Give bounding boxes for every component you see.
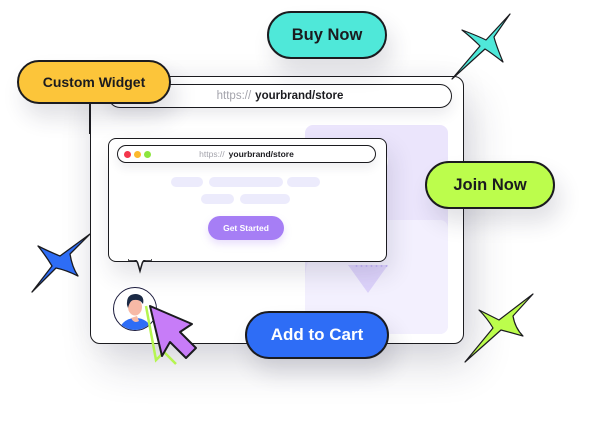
url-path: yourbrand/store xyxy=(255,90,344,102)
popup-address-bar[interactable]: https:// yourbrand/store xyxy=(117,145,376,163)
maximize-dot-icon[interactable] xyxy=(144,151,151,158)
url-protocol: https:// xyxy=(216,90,252,102)
dotted-line-front xyxy=(354,265,388,267)
location-pin-front xyxy=(348,265,388,293)
custom-widget-button[interactable]: Custom Widget xyxy=(17,60,171,104)
add-to-cart-button[interactable]: Add to Cart xyxy=(245,311,389,359)
buy-now-button[interactable]: Buy Now xyxy=(267,11,387,59)
mouse-pointer-icon xyxy=(144,305,197,365)
join-now-button[interactable]: Join Now xyxy=(425,161,555,209)
connector-line xyxy=(89,104,91,134)
get-started-button[interactable]: Get Started xyxy=(208,216,284,240)
minimize-dot-icon[interactable] xyxy=(134,151,141,158)
placeholder-text-bar xyxy=(201,194,234,204)
teal-sparkle-icon xyxy=(451,13,511,80)
close-dot-icon[interactable] xyxy=(124,151,131,158)
speech-bubble-tail xyxy=(128,259,152,274)
placeholder-text-bar xyxy=(287,177,320,187)
url-protocol: https:// xyxy=(199,149,225,159)
lime-sparkle-icon xyxy=(464,293,534,363)
person-illustration-icon xyxy=(118,294,154,330)
placeholder-text-bar xyxy=(209,177,283,187)
blue-sparkle-icon xyxy=(31,233,91,293)
placeholder-text-bar xyxy=(240,194,290,204)
url-path: yourbrand/store xyxy=(228,149,294,159)
placeholder-text-bar xyxy=(171,177,203,187)
